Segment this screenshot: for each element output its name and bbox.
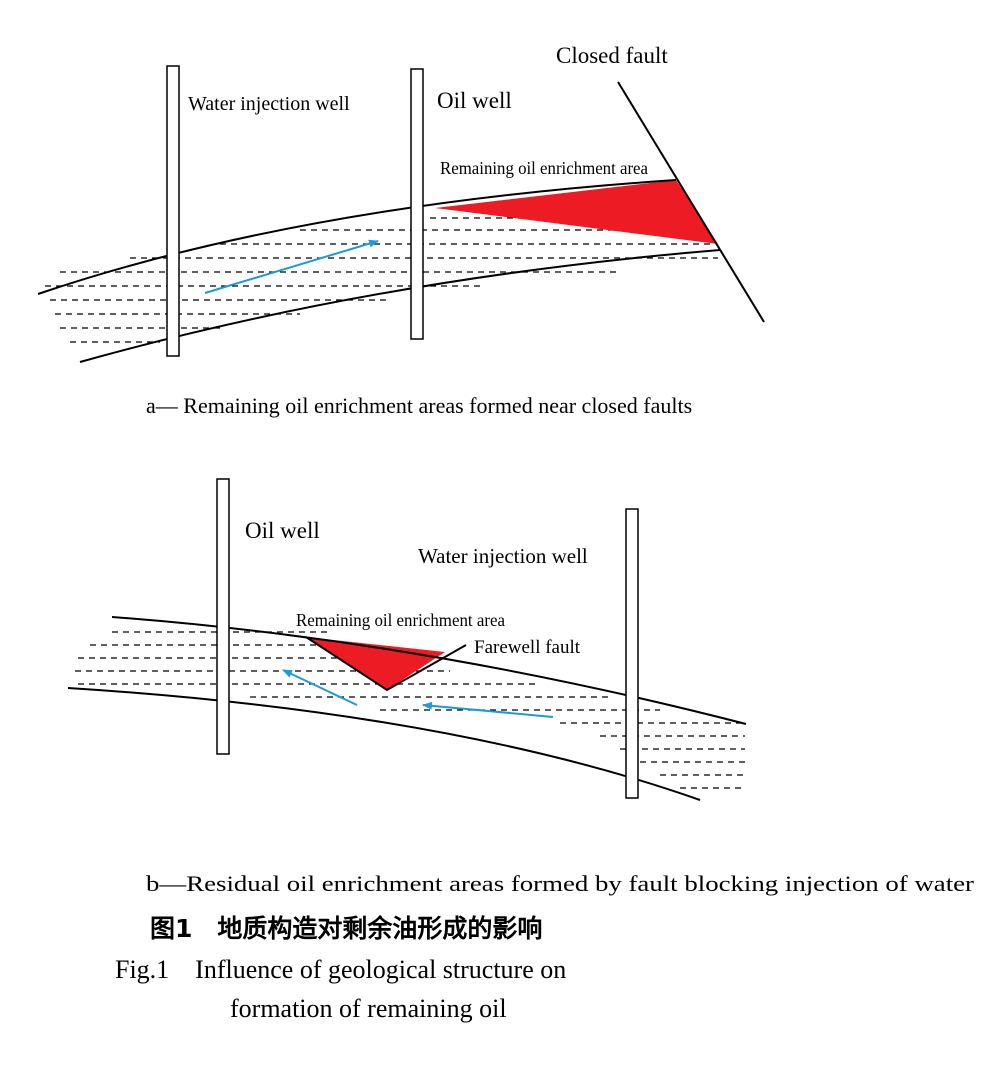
diagram-a-water-well-label: Water injection well <box>188 93 350 115</box>
diagram-a-oil-well <box>410 68 424 340</box>
figure-caption: 图1 地质构造对剩余油形成的影响 Fig.1 Influence of geol… <box>115 914 566 1023</box>
diagram-a-water-injection-well <box>166 65 180 357</box>
diagram-a-fault-label: Closed fault <box>556 43 668 68</box>
diagram-b-oil-well <box>216 478 230 755</box>
diagram-a-oil-well-label: Oil well <box>437 88 512 113</box>
diagram-b-water-well-label: Water injection well <box>418 544 588 568</box>
diagram-b: Oil well Water injection well Remaining … <box>67 478 975 896</box>
diagram-a-bottom-boundary <box>79 249 721 363</box>
diagram-b-enrichment-label: Remaining oil enrichment area <box>296 610 505 630</box>
diagram-b-fault-line <box>305 636 467 692</box>
diagram-a-enrichment-area <box>435 180 718 244</box>
diagram-b-top-boundary <box>111 616 747 725</box>
diagram-b-oil-well-label: Oil well <box>245 518 320 543</box>
diagram-a-dashed-layer <box>45 217 718 343</box>
figure-caption-english-line-1: Fig.1 Influence of geological structure … <box>115 955 566 984</box>
diagram-b-flow-arrow-1 <box>282 669 358 706</box>
diagram-b-caption: b—Residual oil enrichment areas formed b… <box>146 871 975 896</box>
diagram-a-enrichment-label: Remaining oil enrichment area <box>440 158 648 178</box>
figure-caption-chinese: 图1 地质构造对剩余油形成的影响 <box>150 914 542 943</box>
diagram-a-top-boundary <box>37 179 677 295</box>
diagram-a: Water injection well Oil well Closed fau… <box>37 43 765 418</box>
diagram-a-flow-arrow <box>204 239 379 294</box>
diagram-b-bottom-boundary <box>67 687 701 801</box>
diagram-b-enrichment-area <box>306 637 445 690</box>
diagram-a-fault-line <box>617 81 765 323</box>
diagram-b-water-injection-well <box>625 508 639 799</box>
diagram-b-fault-label: Farewell fault <box>474 637 581 658</box>
figure-caption-english-line-2: formation of remaining oil <box>230 994 507 1023</box>
diagram-b-flow-arrow-2 <box>422 701 554 718</box>
diagram-a-caption: a— Remaining oil enrichment areas formed… <box>146 393 692 418</box>
